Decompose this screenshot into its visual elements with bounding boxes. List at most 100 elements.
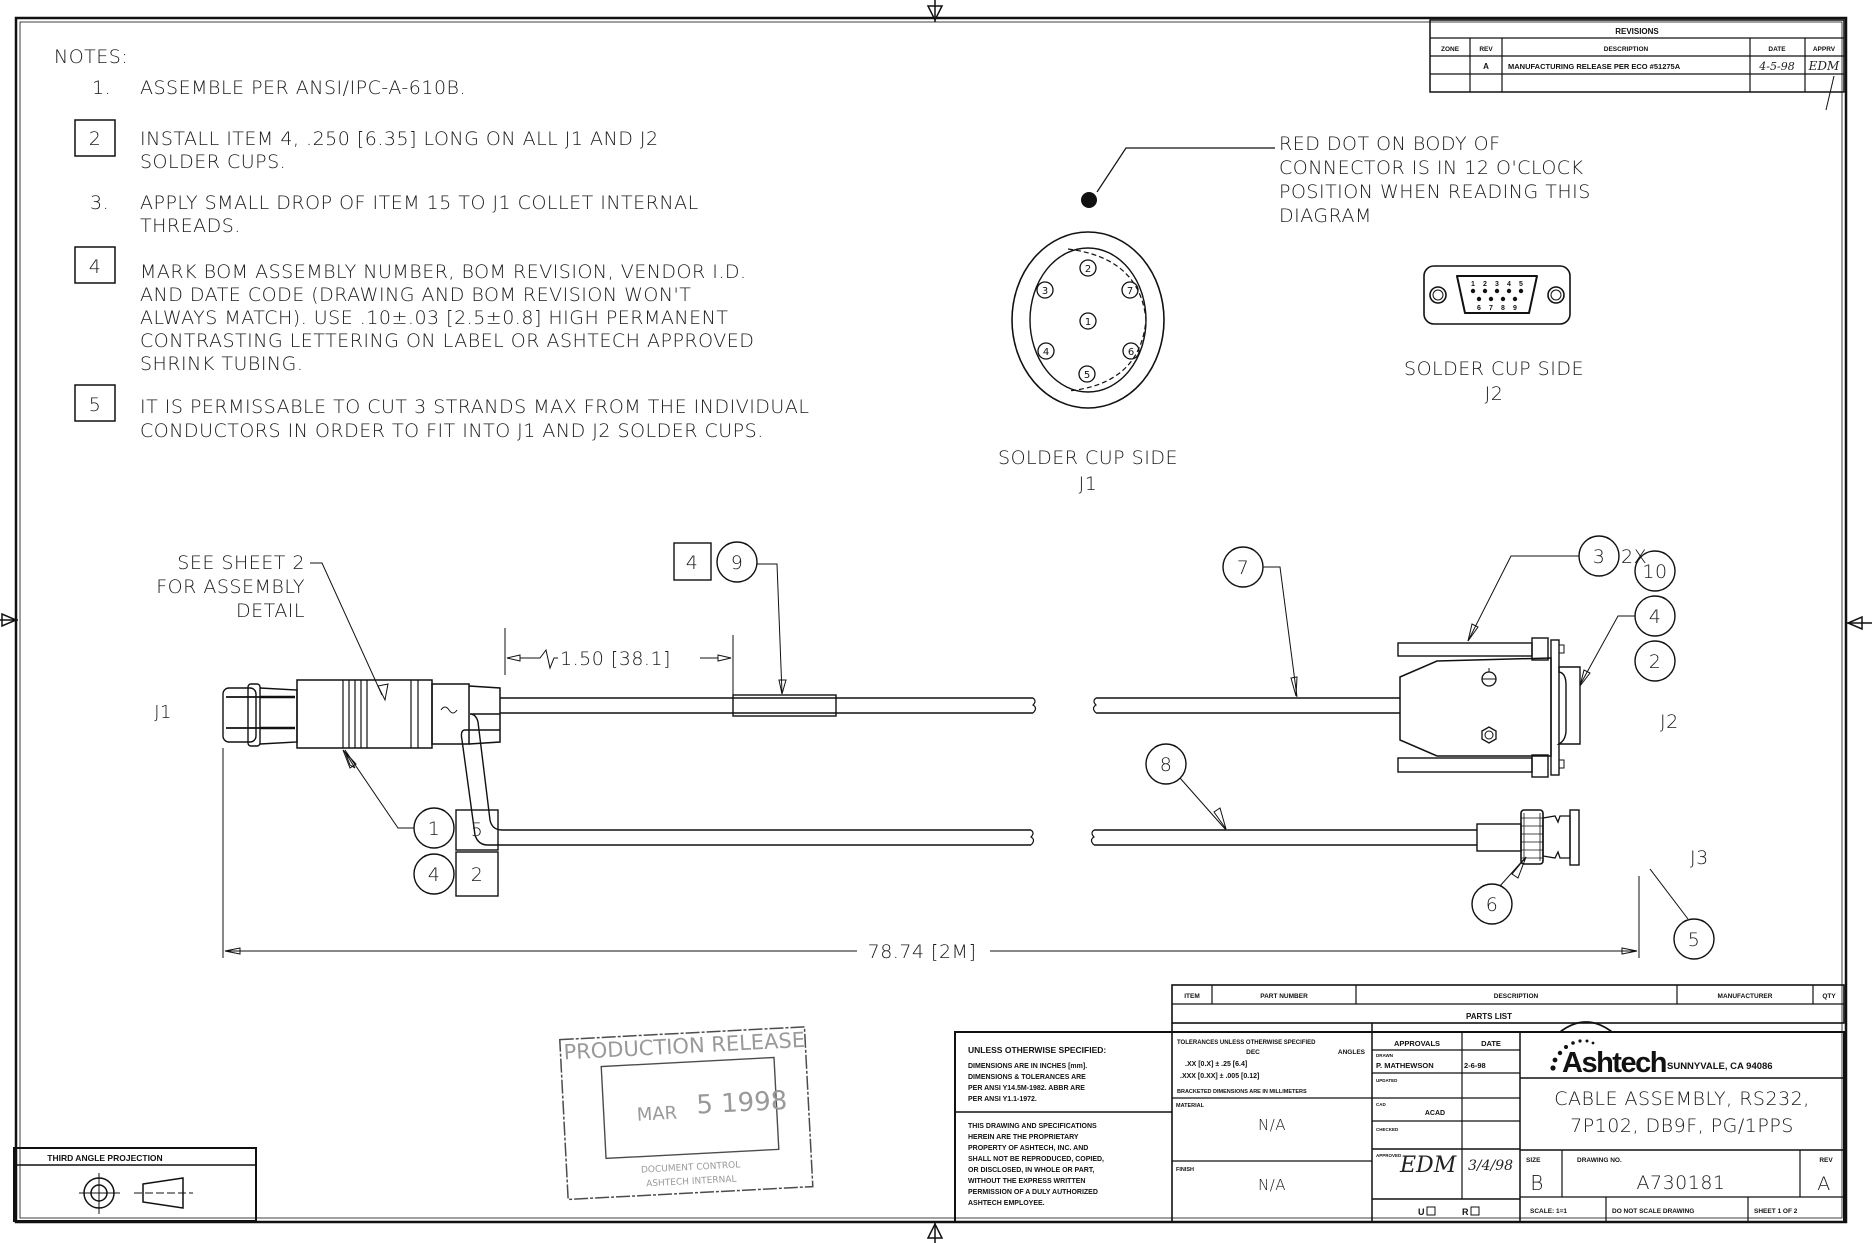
rev-header-date: DATE bbox=[1768, 46, 1786, 53]
tolerance-xx: .XX [0.X] ± .25 [6.4] bbox=[1185, 1061, 1247, 1068]
cable-break-right bbox=[1092, 697, 1097, 714]
balloon-item-4: 4 2 bbox=[413, 851, 499, 897]
j2-pin-dot bbox=[1488, 296, 1494, 302]
dimension-short-text: 1.50 [38.1] bbox=[560, 648, 671, 670]
j2-pin-number: 2 bbox=[1483, 281, 1487, 288]
svg-text:4: 4 bbox=[1649, 606, 1662, 628]
note-text: CONDUCTORS IN ORDER TO FIT INTO J1 AND J… bbox=[140, 420, 764, 442]
j1-caption-label: J1 bbox=[1079, 473, 1098, 495]
svg-text:R: R bbox=[1462, 1207, 1469, 1217]
finish-label: FINISH bbox=[1176, 1167, 1194, 1173]
drawn-by: P. MATHEWSON bbox=[1376, 1061, 1434, 1070]
unless-line: DIMENSIONS ARE IN INCHES [mm]. bbox=[968, 1063, 1087, 1070]
size-value: B bbox=[1530, 1171, 1544, 1195]
balloon-item-9: 4 9 bbox=[673, 541, 787, 695]
note-number: 1. bbox=[92, 77, 111, 99]
center-mark-bottom bbox=[926, 1222, 944, 1243]
note-text: INSTALL ITEM 4, .250 [6.35] LONG ON ALL … bbox=[140, 128, 659, 150]
j1-pin: 5 bbox=[1078, 365, 1096, 383]
drawing-number-label: DRAWING NO. bbox=[1577, 1157, 1622, 1164]
logo-arc bbox=[1559, 1021, 1613, 1033]
company-location: SUNNYVALE, CA 94086 bbox=[1667, 1061, 1773, 1072]
cable-break-right bbox=[1090, 829, 1095, 846]
svg-text:4: 4 bbox=[428, 864, 441, 886]
balloon-item-7: 7 bbox=[1222, 546, 1298, 698]
unless-line: PER ANSI Y1.1-1972. bbox=[968, 1096, 1037, 1103]
j3-connector: J3 bbox=[1476, 809, 1708, 869]
note-flag-box bbox=[74, 384, 116, 422]
j1-outer-ring bbox=[1011, 231, 1165, 409]
approved-date: 3/4/98 bbox=[1468, 1158, 1513, 1174]
third-angle-projection: THIRD ANGLE PROJECTION bbox=[13, 1147, 257, 1222]
approved-signature: EDM bbox=[1399, 1153, 1457, 1178]
drawing-title-line1: CABLE ASSEMBLY, RS232, bbox=[1554, 1088, 1810, 1110]
svg-text:6: 6 bbox=[1486, 894, 1499, 916]
tolerance-bracket-note: BRACKETED DIMENSIONS ARE IN MILLIMETERS bbox=[1177, 1089, 1307, 1095]
parts-header-qty: QTY bbox=[1822, 993, 1836, 1000]
notes-section: NOTES: 1. ASSEMBLE PER ANSI/IPC-A-610B. … bbox=[54, 46, 809, 442]
note-1: 1. ASSEMBLE PER ANSI/IPC-A-610B. bbox=[92, 77, 466, 99]
note-text: IT IS PERMISSABLE TO CUT 3 STRANDS MAX F… bbox=[140, 396, 809, 418]
size-label: SIZE bbox=[1526, 1157, 1541, 1164]
j2-pin-number: 9 bbox=[1513, 305, 1517, 312]
j2-caption-label: J2 bbox=[1485, 383, 1504, 405]
sheet-label: SHEET 1 OF 2 bbox=[1754, 1208, 1798, 1215]
projection-circle-icon bbox=[79, 1173, 120, 1214]
note-number: 4 bbox=[89, 256, 102, 278]
note-text: CONTRASTING LETTERING ON LABEL OR ASHTEC… bbox=[140, 330, 754, 352]
j1-pin: 1 bbox=[1079, 312, 1097, 330]
rev-approver: EDM bbox=[1808, 59, 1840, 73]
note-number: 2 bbox=[89, 128, 102, 150]
j1-pin: 7 bbox=[1121, 281, 1139, 299]
note-flag-box bbox=[455, 809, 499, 851]
svg-text:2: 2 bbox=[1649, 651, 1662, 673]
drawn-label: DRAWN bbox=[1376, 1053, 1393, 1058]
note-text: ALWAYS MATCH). USE .10±.03 [2.5±0.8] HIG… bbox=[140, 307, 728, 329]
parts-list: ITEM PART NUMBER DESCRIPTION MANUFACTURE… bbox=[1171, 984, 1845, 1024]
svg-text:U: U bbox=[1418, 1207, 1425, 1217]
u-r-checkboxes: U R bbox=[1418, 1206, 1480, 1217]
red-dot-callout: RED DOT ON BODY OF CONNECTOR IS IN 12 O'… bbox=[1081, 133, 1590, 227]
scale-label: SCALE: 1=1 bbox=[1530, 1208, 1567, 1215]
rev-header-apprv: APPRV bbox=[1813, 46, 1836, 53]
svg-text:7: 7 bbox=[1237, 557, 1250, 579]
rev-description: MANUFACTURING RELEASE PER ECO #51275A bbox=[1508, 62, 1681, 71]
projection-cone-icon bbox=[134, 1177, 193, 1209]
tolerances-angles: ANGLES bbox=[1338, 1049, 1366, 1056]
rev-value: A bbox=[1817, 1173, 1831, 1195]
j2-pin-number: 1 bbox=[1471, 281, 1475, 288]
svg-text:10: 10 bbox=[1642, 561, 1667, 583]
quantity-label: 2X bbox=[1621, 546, 1647, 568]
center-mark-top bbox=[926, 0, 944, 22]
cable-break-left bbox=[1032, 697, 1037, 714]
drawing-number-value: A730181 bbox=[1636, 1172, 1725, 1194]
note-text: APPLY SMALL DROP OF ITEM 15 TO J1 COLLET… bbox=[140, 192, 699, 214]
note-flag-box bbox=[74, 119, 116, 157]
j2-pin-number: 3 bbox=[1495, 281, 1499, 288]
j2-pin-dot bbox=[1500, 296, 1506, 302]
rev-label: REV bbox=[1819, 1157, 1833, 1164]
j2-d-sub-face bbox=[1456, 275, 1538, 314]
production-release-stamp: PRODUCTION RELEASE MAR 5 1998 DOCUMENT C… bbox=[558, 1026, 814, 1201]
note-text: ASSEMBLE PER ANSI/IPC-A-610B. bbox=[140, 77, 466, 99]
approved-label: APPROVED bbox=[1376, 1153, 1402, 1158]
balloon-item-8: 8 bbox=[1145, 743, 1227, 831]
u-checkbox bbox=[1426, 1206, 1436, 1216]
tolerance-xxx: .XXX [0.XX] ± .005 [0.12] bbox=[1180, 1073, 1259, 1080]
cable-item-8 bbox=[460, 713, 1477, 846]
svg-text:2: 2 bbox=[471, 864, 484, 886]
cable-assembly: SEE SHEET 2 FOR ASSEMBLY DETAIL J1 bbox=[154, 535, 1715, 963]
note-flag-box bbox=[74, 246, 116, 284]
j2-backshell bbox=[1399, 657, 1552, 757]
unless-title: UNLESS OTHERWISE SPECIFIED: bbox=[968, 1045, 1106, 1055]
j2-pin-number: 5 bbox=[1519, 281, 1523, 288]
drawn-date: 2-6-98 bbox=[1464, 1061, 1486, 1070]
rev-header-rev: REV bbox=[1479, 46, 1493, 53]
cad-value: ACAD bbox=[1425, 1110, 1445, 1117]
proprietary-line: OR DISCLOSED, IN WHOLE OR PART, bbox=[968, 1167, 1094, 1174]
note-2: 2 INSTALL ITEM 4, .250 [6.35] LONG ON AL… bbox=[74, 119, 659, 173]
note-3: 3. APPLY SMALL DROP OF ITEM 15 TO J1 COL… bbox=[90, 192, 699, 237]
